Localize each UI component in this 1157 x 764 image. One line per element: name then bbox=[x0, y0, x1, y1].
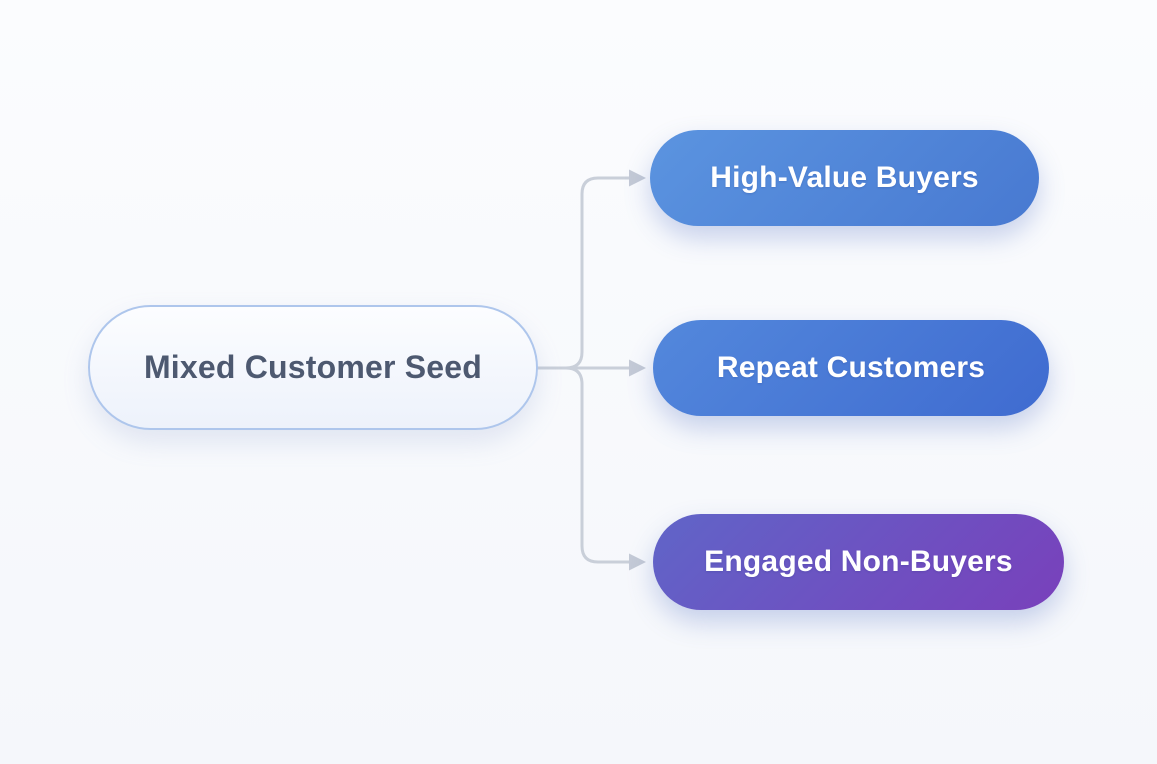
edge-bottom bbox=[537, 366, 629, 564]
edge-top bbox=[537, 176, 629, 370]
node-engaged-non-buyers[interactable]: Engaged Non-Buyers bbox=[653, 514, 1064, 610]
node-repeat-customers[interactable]: Repeat Customers bbox=[653, 320, 1049, 416]
arrowhead-top-icon bbox=[629, 169, 646, 187]
node-engaged-non-buyers-label: Engaged Non-Buyers bbox=[704, 545, 1013, 578]
arrowhead-bottom-icon bbox=[629, 553, 646, 571]
node-mixed-customer-seed[interactable]: Mixed Customer Seed bbox=[88, 305, 538, 430]
node-mixed-customer-seed-label: Mixed Customer Seed bbox=[143, 349, 483, 385]
node-repeat-customers-label: Repeat Customers bbox=[716, 351, 986, 384]
node-high-value-buyers[interactable]: High-Value Buyers bbox=[650, 130, 1039, 226]
arrowhead-middle-icon bbox=[629, 359, 646, 377]
node-high-value-buyers-label: High-Value Buyers bbox=[710, 161, 979, 194]
